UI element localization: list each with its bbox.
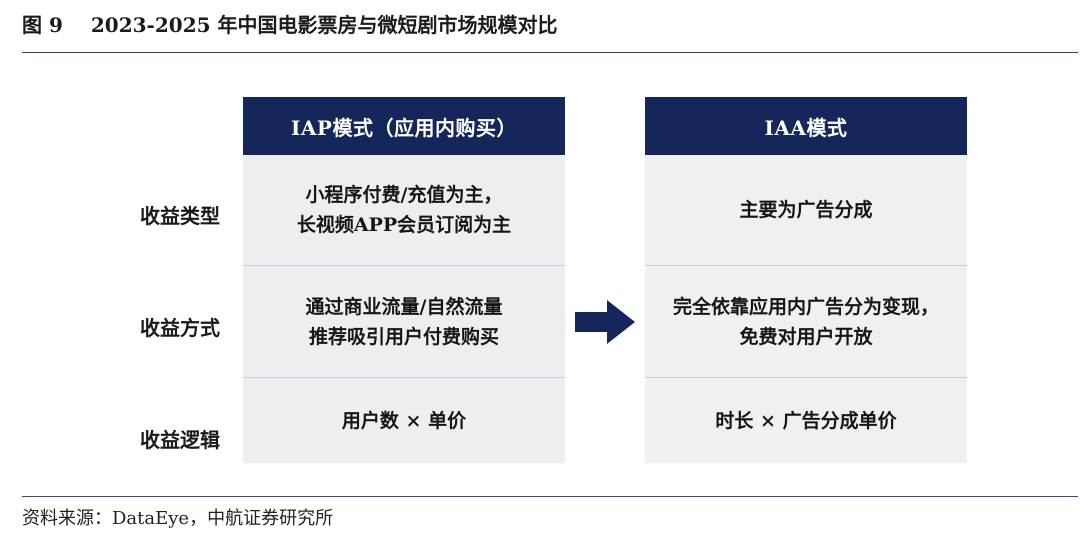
iap-column: IAP模式（应用内购买） 小程序付费/充值为主， 长视频APP会员订阅为主 通过… [243,97,565,465]
iap-cell-line: 小程序付费/充值为主， [305,184,503,206]
row-label-revenue-method: 收益方式 [140,316,220,340]
iaa-cell-revenue-type: 主要为广告分成 [645,155,967,266]
iap-cell-revenue-type: 小程序付费/充值为主， 长视频APP会员订阅为主 [243,155,565,266]
figure-number: 图 9 [22,13,63,37]
iaa-header: IAA模式 [645,97,967,155]
row-label-revenue-type: 收益类型 [140,204,220,228]
source-note: 资料来源：DataEye，中航证券研究所 [22,508,334,529]
iap-cell-revenue-method: 通过商业流量/自然流量 推荐吸引用户付费购买 [243,266,565,378]
figure-title-text: 2023-2025 年中国电影票房与微短剧市场规模对比 [90,13,558,37]
iaa-cell-line: 主要为广告分成 [739,199,873,221]
row-label-revenue-logic: 收益逻辑 [140,428,220,452]
iap-cell-line: 用户数 × 单价 [341,409,467,432]
top-rule [22,52,1078,53]
right-arrow-icon [575,300,635,344]
iaa-column: IAA模式 主要为广告分成 完全依靠应用内广告分为变现， 免费对用户开放 时长 … [645,97,967,465]
iaa-cell-revenue-method: 完全依靠应用内广告分为变现， 免费对用户开放 [645,266,967,378]
figure-title: 图 9 2023-2025 年中国电影票房与微短剧市场规模对比 [22,10,557,40]
iap-cell-line: 推荐吸引用户付费购买 [308,325,499,348]
iap-cell-line: 长视频APP会员订阅为主 [296,214,512,236]
bottom-rule [22,496,1078,497]
iap-cell-revenue-logic: 用户数 × 单价 [243,378,565,463]
iaa-cell-line: 免费对用户开放 [739,325,873,348]
iap-header: IAP模式（应用内购买） [243,97,565,155]
iaa-cell-line: 时长 × 广告分成单价 [715,409,897,432]
iaa-cell-revenue-logic: 时长 × 广告分成单价 [645,378,967,463]
iaa-cell-line: 完全依靠应用内广告分为变现， [672,295,939,318]
iap-cell-line: 通过商业流量/自然流量 [305,295,503,318]
